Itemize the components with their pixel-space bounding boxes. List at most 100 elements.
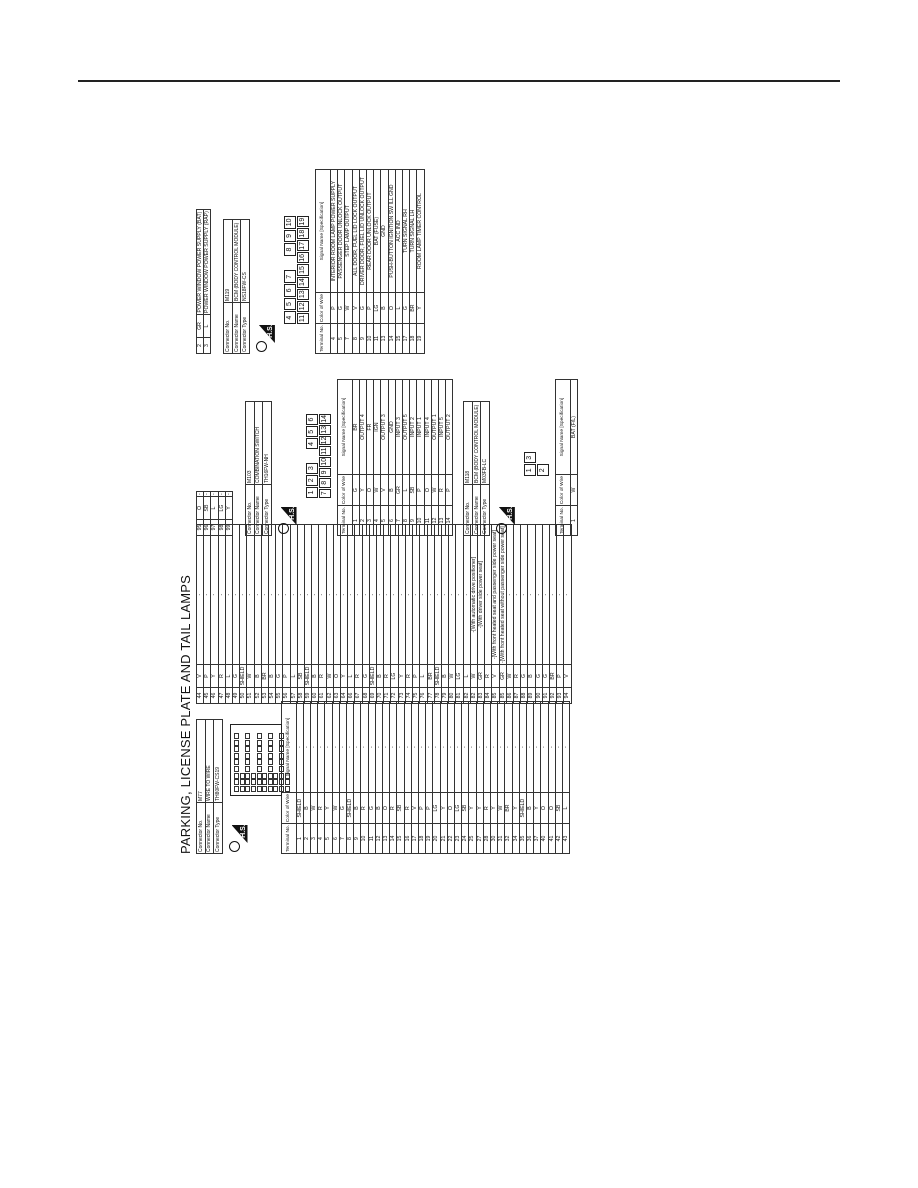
wire-color-cell: B <box>441 664 449 688</box>
terminal-cell: 72 <box>390 687 399 704</box>
terminal-cell: 87 <box>513 687 521 704</box>
signal-cell: GND <box>388 379 396 475</box>
terminal-cell: 82 <box>470 687 478 704</box>
signal-cell: - <box>526 701 534 793</box>
signal-cell: BAT (FUSE) <box>373 169 381 293</box>
wire-color-cell: LG <box>390 664 399 688</box>
wire-color-cell: Y <box>533 792 541 824</box>
terminal-cell: 54 <box>268 687 276 704</box>
wire-color-cell: W <box>344 292 353 324</box>
signal-cell: - <box>454 701 462 793</box>
terminal-cell: 12 <box>375 823 383 854</box>
signal-cell: - <box>376 524 384 665</box>
wire-color-cell: L <box>402 474 410 506</box>
wire-color-cell: G <box>362 664 370 688</box>
label-connector-no: Connector No. <box>196 802 205 854</box>
signal-cell: - <box>339 701 347 793</box>
terminal-cell: 51 <box>246 687 255 704</box>
wire-color-cell: Y <box>398 664 406 688</box>
steering-wheel-icon <box>495 523 507 534</box>
m119-connector-type: NS18FW-CS <box>240 219 250 303</box>
wire-color-cell: Y <box>416 292 425 324</box>
terminal-cell: 31 <box>497 823 505 854</box>
signal-cell: GND <box>380 169 389 293</box>
wire-color-cell: G <box>402 292 410 324</box>
signal-cell: - <box>354 524 363 665</box>
wire-color-cell: R <box>354 664 363 688</box>
wire-color-cell: P <box>418 792 426 824</box>
wire-color-cell: Y <box>476 792 484 824</box>
wire-color-cell: B <box>303 792 311 824</box>
terminal-cell: 12 <box>431 505 439 536</box>
terminal-cell: 90 <box>535 687 543 704</box>
terminal-cell: 1 <box>570 505 578 536</box>
wire-color-cell: P <box>203 664 211 688</box>
wire-color-cell: L <box>210 496 219 520</box>
connector-pin-cavity <box>245 739 251 746</box>
wire-color-cell: B <box>527 664 536 688</box>
wire-color-cell: R <box>383 664 391 688</box>
wire-color-cell: LG <box>455 664 464 688</box>
signal-cell: - <box>512 701 520 793</box>
signal-cell: INPUT 4 <box>424 379 432 475</box>
connector-pin-cavity <box>234 752 240 759</box>
terminal-cell: 17 <box>402 323 410 354</box>
wire-color-cell: G <box>520 664 528 688</box>
signal-cell: - <box>340 524 348 665</box>
terminal-cell: 73 <box>398 687 406 704</box>
th-signal: Signal Name [Specification] <box>555 379 571 475</box>
signal-cell: BR <box>352 379 360 475</box>
terminal-cell: 52 <box>254 687 262 704</box>
signal-cell: - <box>311 524 319 665</box>
terminal-cell: 80 <box>448 687 456 704</box>
terminal-cell: 37 <box>533 823 541 854</box>
wire-color-cell: L <box>395 292 403 324</box>
wire-color-cell: V <box>411 792 419 824</box>
terminal-cell: 84 <box>484 687 492 704</box>
connector-pin-cavity <box>245 785 251 792</box>
wire-color-cell: Y <box>440 792 448 824</box>
signal-cell: - <box>332 701 340 793</box>
wire-color-cell: R <box>317 792 325 824</box>
connector-pin: 4 <box>305 438 318 450</box>
signal-cell: - <box>520 524 528 665</box>
hs-badge: H.S. <box>277 504 300 534</box>
signal-cell: - <box>225 524 233 665</box>
signal-cell: - <box>540 701 549 793</box>
terminal-cell: 98 <box>218 519 226 536</box>
wire-color-cell: V <box>380 474 389 506</box>
terminal-cell: 15 <box>395 323 403 354</box>
wire-color-cell: O <box>382 792 390 824</box>
connector-pin: 10 <box>318 456 331 467</box>
terminal-cell: 85 <box>491 687 500 704</box>
signal-cell: - <box>196 524 204 665</box>
wire-color-cell: R <box>438 474 446 506</box>
wire-color-cell: L <box>419 664 427 688</box>
terminal-cell: 18 <box>418 823 426 854</box>
